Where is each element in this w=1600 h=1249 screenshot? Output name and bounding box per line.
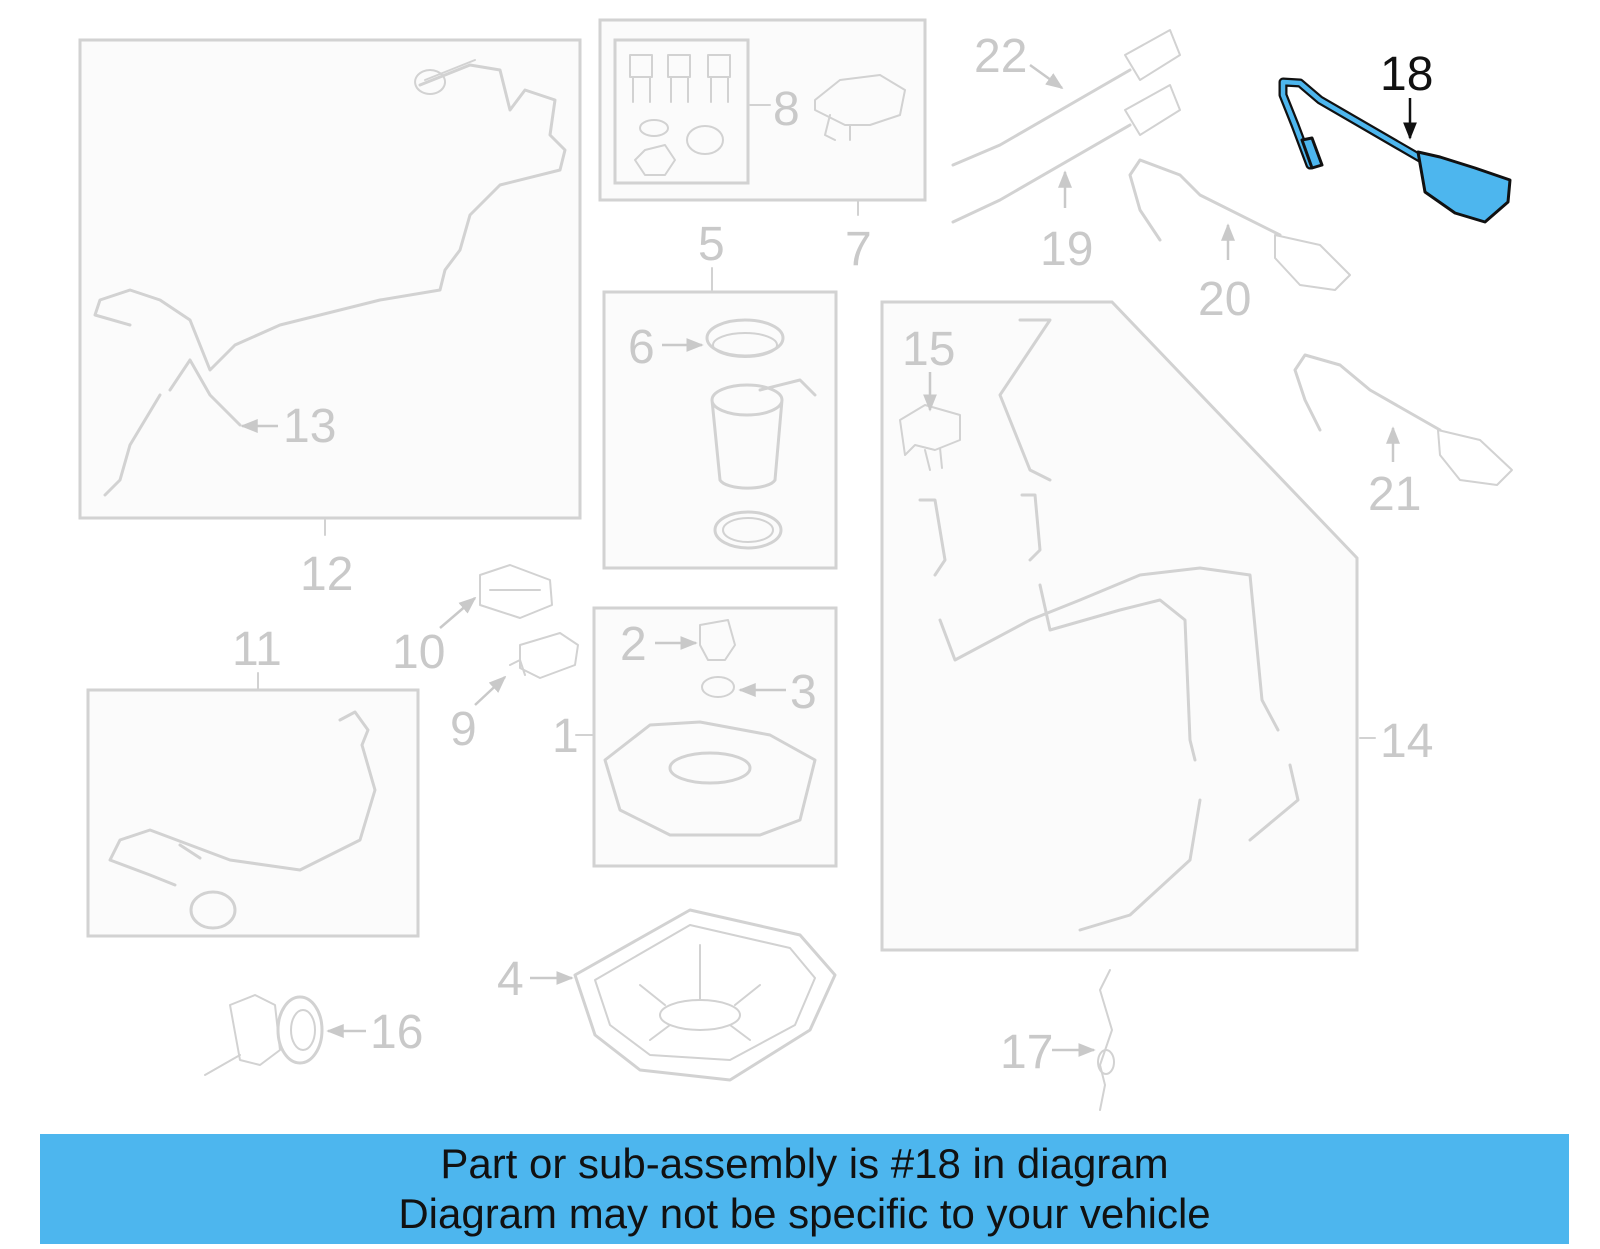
part-21-sensor[interactable] <box>1293 353 1513 486</box>
part-7-8-bolt-kit[interactable] <box>598 18 927 202</box>
label-15: 15 <box>902 323 955 376</box>
arrow-10 <box>439 596 477 629</box>
part-12-fuel-line-assembly[interactable] <box>78 38 582 520</box>
label-9: 9 <box>450 703 477 756</box>
label-10: 10 <box>392 626 445 679</box>
label-8: 8 <box>773 83 800 136</box>
label-22: 22 <box>974 30 1027 83</box>
parts-diagram: 12 13 8 7 5 6 2 3 1 10 <box>78 18 1513 1111</box>
info-banner: Part or sub-assembly is #18 in diagram D… <box>40 1134 1569 1244</box>
arrow-22 <box>1029 63 1064 90</box>
part-10-connector[interactable] <box>479 564 553 619</box>
label-13: 13 <box>283 400 336 453</box>
arrow-9 <box>474 675 507 706</box>
part-16-valve[interactable] <box>204 994 324 1076</box>
part-14-line-assembly[interactable] <box>880 300 1359 952</box>
label-6: 6 <box>628 321 655 374</box>
label-16: 16 <box>370 1006 423 1059</box>
banner-line-1: Part or sub-assembly is #18 in diagram <box>440 1140 1169 1187</box>
part-11-sensor-harness[interactable] <box>86 688 420 938</box>
label-20: 20 <box>1198 273 1251 326</box>
label-2: 2 <box>620 618 647 671</box>
label-21: 21 <box>1368 468 1421 521</box>
label-4: 4 <box>497 953 524 1006</box>
label-18: 18 <box>1380 48 1433 101</box>
part-4-pan[interactable] <box>573 908 837 1082</box>
label-5: 5 <box>698 218 725 271</box>
part-18-sensor-highlighted[interactable] <box>1278 77 1512 224</box>
label-14: 14 <box>1380 715 1433 768</box>
label-1: 1 <box>552 710 579 763</box>
part-19-probe[interactable] <box>951 84 1181 224</box>
part-1-fuel-tank-cover[interactable] <box>592 606 838 868</box>
label-7: 7 <box>845 223 872 276</box>
label-19: 19 <box>1040 223 1093 276</box>
banner-line-2: Diagram may not be specific to your vehi… <box>398 1190 1211 1237</box>
label-17: 17 <box>1000 1026 1053 1079</box>
part-9-sensor[interactable] <box>509 632 579 679</box>
label-3: 3 <box>790 666 817 719</box>
label-12: 12 <box>300 548 353 601</box>
part-20-sensor[interactable] <box>1128 158 1351 291</box>
part-22-probe[interactable] <box>951 29 1181 167</box>
part-17-sensor[interactable] <box>1097 969 1115 1111</box>
label-11: 11 <box>232 623 282 676</box>
part-5-fuel-pump[interactable] <box>602 290 838 570</box>
